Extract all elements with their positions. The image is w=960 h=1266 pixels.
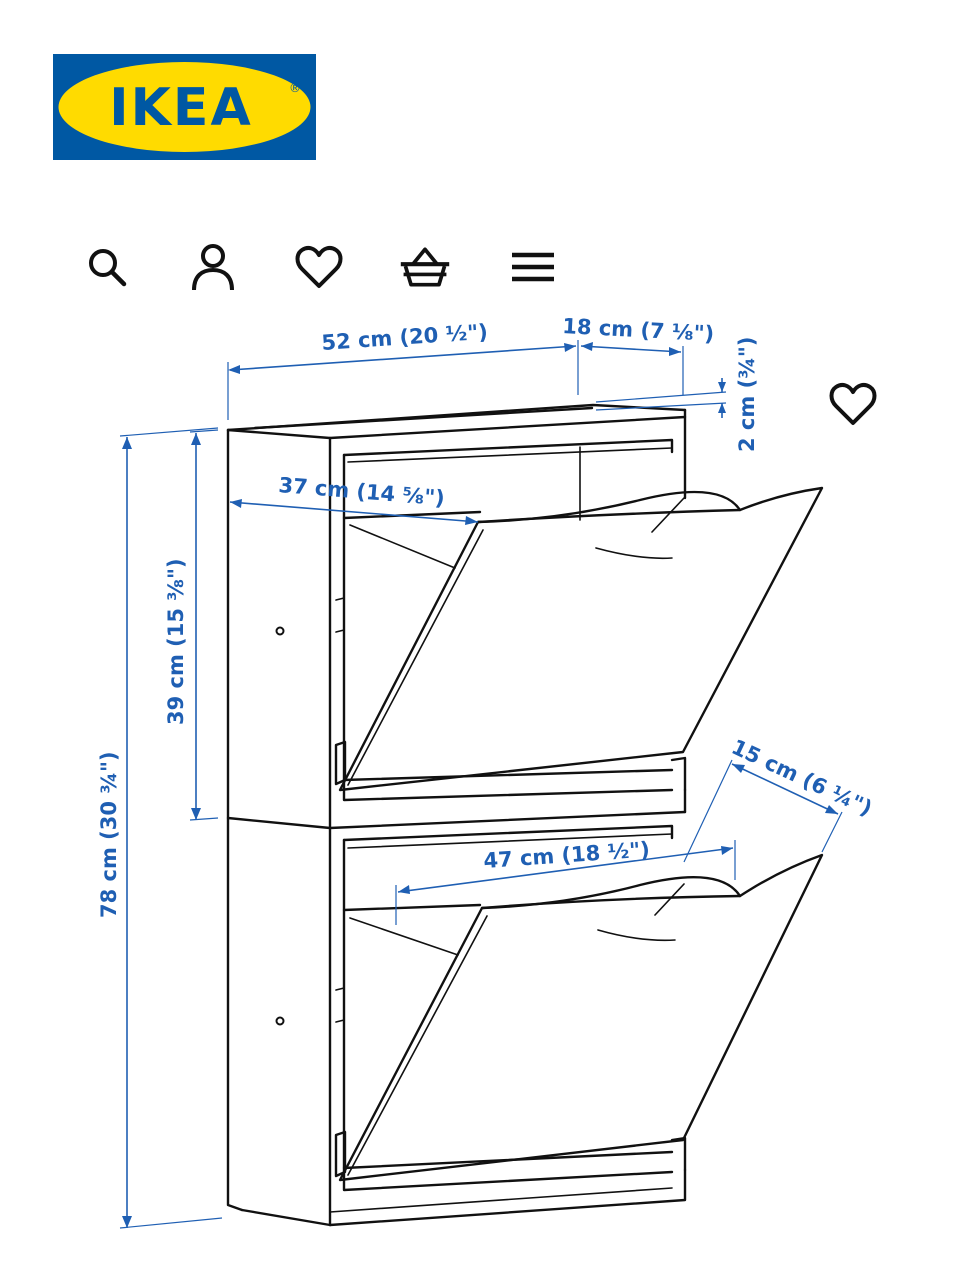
account-button[interactable] (186, 242, 240, 292)
depth-dimension-label: 18 cm (7 ⅛") (562, 314, 715, 346)
heart-icon (829, 382, 877, 425)
basket-icon (400, 247, 450, 287)
search-button[interactable] (80, 242, 134, 292)
shoe-cabinet-illustration (226, 403, 824, 1227)
total-height-dimension-label: 78 cm (30 ¾") (97, 751, 121, 918)
search-icon (89, 249, 127, 287)
add-to-favourites-button[interactable] (826, 378, 880, 430)
heart-icon (295, 245, 343, 288)
account-icon (192, 244, 234, 291)
hamburger-menu-icon (512, 252, 554, 282)
top-thickness-dimension-label: 2 cm (¾") (735, 337, 759, 452)
wishlist-button[interactable] (292, 242, 346, 292)
menu-button[interactable] (506, 242, 560, 292)
opening-width-dimension-label: 47 cm (18 ½") (483, 837, 651, 873)
compartment-height-dimension-label: 39 cm (15 ⅜") (164, 558, 188, 725)
ikea-logo-wordmark: IKEA (109, 78, 252, 138)
inner-width-dimension-label: 37 cm (14 ⅝") (278, 473, 446, 510)
product-dimension-drawing: 52 cm (20 ½") 18 cm (7 ⅛") 2 cm (¾") 37 … (97, 314, 876, 1229)
registered-mark: ® (289, 81, 301, 95)
basket-button[interactable] (398, 242, 452, 292)
dimension-annotations: 52 cm (20 ½") 18 cm (7 ⅛") 2 cm (¾") 37 … (97, 314, 876, 1229)
opening-depth-dimension-label: 15 cm (6 ¼") (728, 735, 876, 821)
width-dimension-label: 52 cm (20 ½") (321, 320, 489, 355)
ikea-logo[interactable]: IKEA ® (53, 54, 316, 160)
